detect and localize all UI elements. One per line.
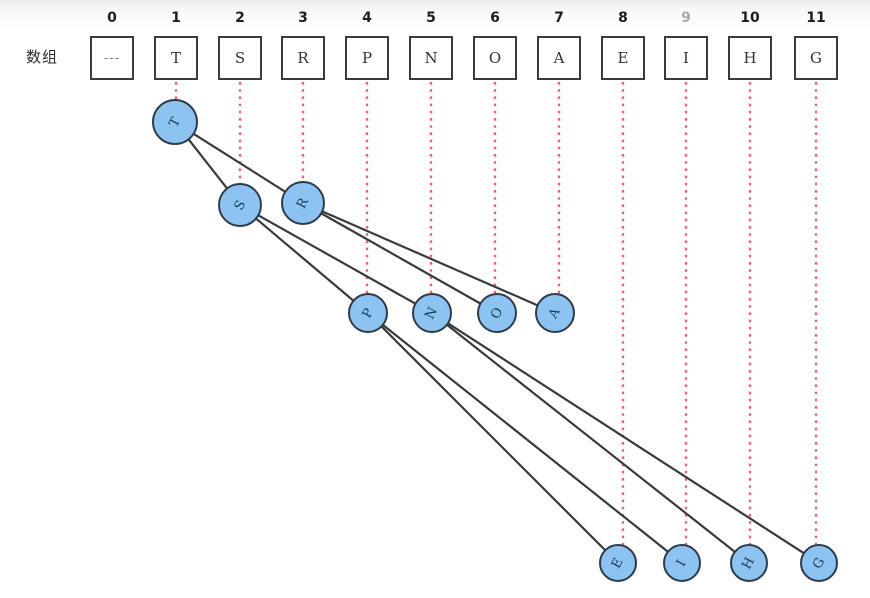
tree-node-label-H: H [739,554,759,572]
array-cell-3[interactable]: R [281,36,325,80]
array-index-10: 10 [740,10,760,26]
array-index-4: 4 [362,10,372,26]
tree-node-P[interactable]: P [348,293,388,333]
tree-node-label-E: E [609,555,627,571]
tree-edge-T-R [192,132,287,193]
tree-node-G[interactable]: G [800,544,838,582]
tree-node-label-I: I [674,557,690,569]
array-index-3: 3 [298,10,308,26]
tree-edge-T-S [187,138,229,190]
tree-node-R[interactable]: R [281,181,325,225]
array-cell-7[interactable]: A [537,36,581,80]
array-index-0: 0 [107,10,117,26]
array-to-node-dotted-links [174,82,818,545]
tree-node-E[interactable]: E [599,544,637,582]
array-cell-2[interactable]: S [218,36,262,80]
array-cell-9[interactable]: I [664,36,708,80]
array-index-9: 9 [681,10,691,26]
tree-node-T[interactable]: T [152,99,198,145]
tree-edge-S-N [257,214,417,305]
array-cell-4[interactable]: P [345,36,389,80]
tree-node-label-R: R [294,195,312,211]
array-cell-11[interactable]: G [794,36,838,80]
tree-edge-R-O [320,212,482,305]
tree-node-label-P: P [359,305,377,321]
tree-node-I[interactable]: I [663,544,701,582]
array-index-11: 11 [806,10,826,26]
array-cell-0[interactable]: --- [90,36,134,80]
tree-edge-N-H [445,323,736,553]
tree-node-label-T: T [166,114,184,130]
tree-node-label-S: S [231,197,249,213]
tree-edge-R-A [321,210,539,307]
array-cell-8[interactable]: E [601,36,645,80]
tree-node-A[interactable]: A [535,293,575,333]
tree-edge-group [187,132,805,555]
tree-edge-S-P [254,217,355,302]
tree-edge-N-G [446,322,805,555]
array-index-7: 7 [554,10,564,26]
tree-node-N[interactable]: N [412,293,452,333]
tree-node-O[interactable]: O [477,293,517,333]
array-index-8: 8 [618,10,628,26]
array-index-5: 5 [426,10,436,26]
tree-node-label-G: G [809,554,829,572]
array-cell-1[interactable]: T [154,36,198,80]
tree-node-label-A: A [546,305,564,321]
array-cell-6[interactable]: O [473,36,517,80]
array-index-1: 1 [171,10,181,26]
array-row-label: 数组 [26,48,59,66]
array-cell-5[interactable]: N [409,36,453,80]
array-index-6: 6 [490,10,500,26]
tree-node-S[interactable]: S [218,183,262,227]
tree-node-label-O: O [487,304,507,322]
array-cell-10[interactable]: H [728,36,772,80]
tree-edge-P-E [380,325,607,552]
tree-node-H[interactable]: H [730,544,768,582]
tree-edge-P-I [381,323,670,553]
tree-node-label-N: N [422,304,442,322]
array-index-2: 2 [235,10,245,26]
